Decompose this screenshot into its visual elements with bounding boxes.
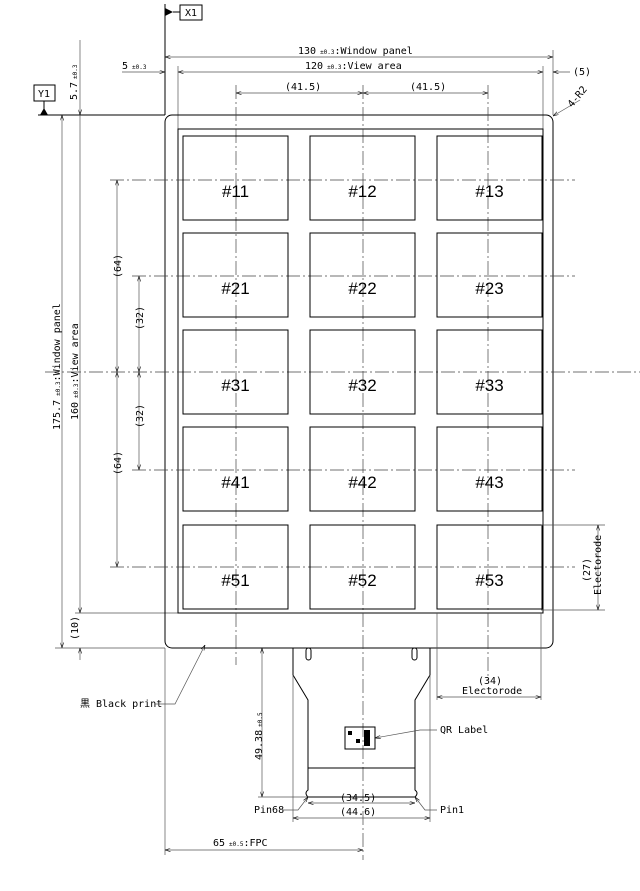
bottom-margin-dim: (10) xyxy=(70,616,81,640)
svg-text:(32): (32) xyxy=(135,306,146,330)
electrode-cell xyxy=(309,524,416,610)
pitch-x-1-dim: (41.5) xyxy=(285,82,321,93)
window-panel xyxy=(164,114,554,649)
pin1-callout: Pin1 xyxy=(440,805,464,816)
datum-x-label: X1 xyxy=(185,8,197,19)
electrode-cell xyxy=(309,329,416,415)
svg-text:(34): (34) xyxy=(478,676,502,687)
callouts: 黒 Black print QR Label Pin68 Pin1 xyxy=(80,645,488,816)
electrode-cell xyxy=(182,524,289,610)
datum-x1: X1 xyxy=(164,4,203,115)
svg-text:(64): (64) xyxy=(113,451,124,475)
electrode-cell xyxy=(182,135,289,221)
electrode-cell xyxy=(309,135,416,221)
black-print-callout: 黒 Black print xyxy=(80,698,162,710)
datum-y-label: Y1 xyxy=(38,89,50,100)
electrode-label: #33 xyxy=(475,376,503,395)
view-width-dim: 120±0.3:View area xyxy=(305,61,402,72)
electrode-label: #42 xyxy=(348,473,376,492)
electrode-cell xyxy=(436,524,543,610)
electrode-label: #31 xyxy=(221,376,249,395)
electrode-label: #52 xyxy=(348,571,376,590)
electrode-cell xyxy=(436,329,543,415)
left-dimensions: 5.7±0.3 175.7±0.3:Window panel 160±0.3:V… xyxy=(52,40,178,660)
svg-text:5.7±0.3: 5.7±0.3 xyxy=(69,64,80,100)
center-lines xyxy=(45,85,640,860)
pitch-x-2-dim: (41.5) xyxy=(410,82,446,93)
electrode-label: #41 xyxy=(221,473,249,492)
view-area xyxy=(177,128,544,614)
svg-text:65±0.5:FPC: 65±0.5:FPC xyxy=(213,838,268,849)
electrode-cell xyxy=(436,232,543,318)
svg-text:Electorode: Electorode xyxy=(462,686,522,697)
electrode-label: #32 xyxy=(348,376,376,395)
electrode-label: #51 xyxy=(221,571,249,590)
corner-radius-dim: 4-R2 xyxy=(566,84,590,110)
electrode-label: #11 xyxy=(222,182,249,201)
top-dimensions: 130±0.3:Window panel 5±0.3 120±0.3:View … xyxy=(122,46,591,130)
view-height-dim: 160±0.3:View area xyxy=(70,323,81,420)
svg-text:(32): (32) xyxy=(135,404,146,428)
svg-text:(27): (27) xyxy=(582,558,593,582)
margin-left-dim: 5±0.3 xyxy=(122,61,147,72)
electrode-cell xyxy=(436,426,543,512)
electrode-cell xyxy=(309,426,416,512)
svg-text:(44.6): (44.6) xyxy=(340,807,376,818)
window-height-dim: 175.7±0.3:Window panel xyxy=(52,303,63,430)
fpc-dimensions: 49.38±0.5 (34.5) (44.6) 65±0.5:FPC xyxy=(164,648,431,855)
window-width-dim: 130±0.3:Window panel xyxy=(298,46,413,57)
qr-code-icon xyxy=(344,726,376,750)
electrode-label: #21 xyxy=(221,279,249,298)
electrode-cell xyxy=(182,329,289,415)
pin68-callout: Pin68 xyxy=(254,805,284,816)
fpc-tail xyxy=(292,647,431,798)
margin-right-dim: (5) xyxy=(573,67,591,78)
electrode-label: #43 xyxy=(475,473,503,492)
svg-text:49.38±0.5: 49.38±0.5 xyxy=(254,712,265,760)
svg-text:Electorode: Electorode xyxy=(593,535,604,595)
svg-text:(34.5): (34.5) xyxy=(340,793,376,804)
electrode-cell xyxy=(182,232,289,318)
electrode-cell xyxy=(309,232,416,318)
datum-y1: Y1 xyxy=(33,84,165,116)
electrode-dimensions: (27) Electorode (34) Electorode xyxy=(436,524,605,700)
electrode-grid: #11 #12 #13 #21 #22 #23 #31 #32 #33 #41 #42 #43 #51 #… xyxy=(182,135,543,610)
electrode-label: #12 xyxy=(348,182,376,201)
electrode-cell xyxy=(436,135,543,221)
electrode-label: #22 xyxy=(348,279,376,298)
electrode-label: #23 xyxy=(475,279,503,298)
electrode-label: #13 xyxy=(475,182,503,201)
qr-label-callout: QR Label xyxy=(440,725,488,736)
electrode-label: #53 xyxy=(475,571,503,590)
svg-text:(64): (64) xyxy=(113,254,124,278)
electrode-cell xyxy=(182,426,289,512)
